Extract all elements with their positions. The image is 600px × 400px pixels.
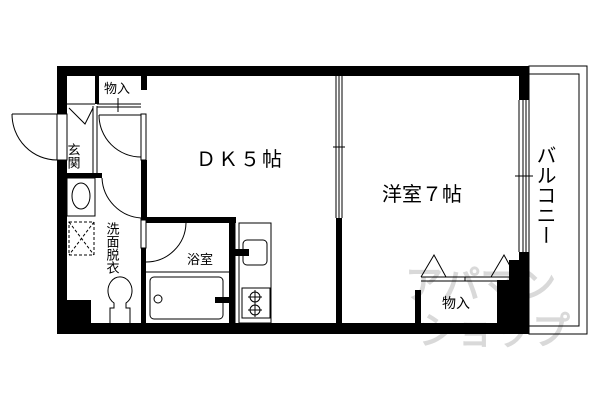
walls	[57, 66, 529, 334]
label-entrance-text: 玄関	[65, 143, 81, 170]
label-bathroom: 浴室	[187, 252, 213, 268]
label-washroom: 洗面脱衣	[104, 222, 120, 274]
label-storage-western: 物入	[442, 296, 470, 312]
watermark-line1: アパマン	[405, 263, 556, 307]
label-western-room: 洋室７帖	[382, 182, 462, 206]
label-dk: ＤＫ５帖	[196, 147, 284, 171]
label-entrance: 玄関	[65, 143, 81, 170]
label-storage-entrance: 物入	[104, 82, 130, 97]
label-balcony: バルコニー	[533, 145, 557, 245]
thin-lines	[11, 65, 588, 335]
